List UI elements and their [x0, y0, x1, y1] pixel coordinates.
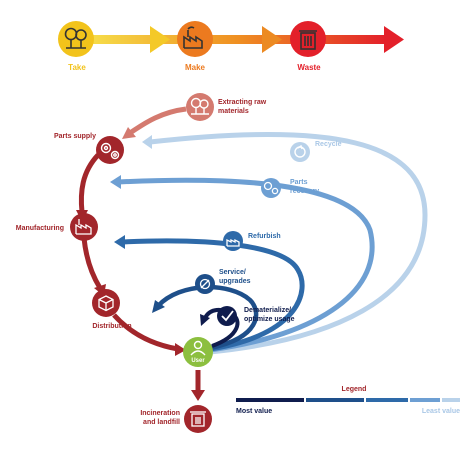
factory-icon [75, 219, 92, 235]
make-label: Make [185, 63, 206, 72]
extract-label-2: materials [218, 108, 249, 115]
production-chain [76, 106, 205, 401]
legend-swatch-4 [410, 398, 440, 402]
loop-refurbish [121, 238, 305, 352]
take-label: Take [68, 63, 86, 72]
factory-icon [183, 26, 203, 49]
node-user: User [183, 337, 213, 367]
arrow-extract-parts [128, 106, 187, 136]
arrow-manufacturing-distribution [81, 237, 103, 290]
node-service: Service/ upgrades [195, 269, 251, 294]
node-parts-supply: Parts supply [54, 133, 124, 164]
node-parts-recovery: Parts recovery [261, 178, 319, 198]
arrow-make-waste [262, 26, 282, 53]
user-label: User [191, 358, 205, 364]
make-circle [177, 21, 213, 57]
arrow-end [384, 26, 404, 53]
linear-economy-bar: Take Make Waste [58, 21, 404, 72]
recycle-label: Recycle [315, 141, 342, 148]
dematerialize-label-1: Dematerialize/ [244, 307, 291, 314]
trash-icon [299, 30, 317, 50]
legend: Legend Most value Least value [236, 386, 460, 415]
parts-recovery-label-2: recovery [290, 188, 319, 195]
take-circle [58, 21, 94, 57]
refurbish-icon [226, 238, 240, 247]
gears-icon [263, 181, 279, 195]
node-dematerialize: Dematerialize/ optimize usage [217, 306, 295, 326]
arrow-distribution-user [112, 313, 179, 352]
arrow-take-make [150, 26, 170, 53]
loop-parts-recovery [117, 177, 375, 353]
legend-title: Legend [342, 386, 367, 393]
distribution-label: Distribution [92, 323, 131, 330]
trees-icon [190, 97, 209, 115]
recycle-icon [294, 144, 306, 158]
loop-recycle [149, 131, 428, 355]
incineration-label-1: Incineration [140, 410, 180, 417]
parts-supply-label: Parts supply [54, 133, 96, 140]
service-label-2: upgrades [219, 278, 251, 285]
dematerialize-label-2: optimize usage [244, 316, 295, 323]
checkmark-icon [221, 310, 234, 322]
arrow-parts-manufacturing [78, 153, 100, 213]
legend-least-label: Least value [422, 408, 460, 415]
gears-icon [100, 142, 120, 160]
extract-label-1: Extracting raw [218, 99, 267, 106]
node-manufacturing: Manufacturing [16, 213, 98, 241]
waste-label: Waste [297, 63, 321, 72]
legend-most-label: Most value [236, 408, 272, 415]
node-recycle: Recycle [290, 141, 342, 162]
parts-recovery-label-1: Parts [290, 179, 308, 186]
refurbish-label: Refurbish [248, 233, 281, 240]
node-refurbish: Refurbish [223, 231, 281, 251]
user-icon [190, 340, 206, 356]
trash-icon [190, 411, 206, 427]
legend-swatch-5 [442, 398, 460, 402]
node-distribution: Distribution [92, 289, 132, 330]
manufacturing-label: Manufacturing [16, 225, 64, 232]
recovery-loops [110, 131, 428, 355]
trees-icon [64, 27, 87, 49]
legend-swatch-2 [306, 398, 364, 402]
wrench-icon [199, 278, 211, 290]
node-landfill: Incineration and landfill [140, 405, 212, 433]
box-icon [98, 295, 114, 312]
node-extracting: Extracting raw materials [186, 93, 267, 121]
incineration-label-2: and landfill [143, 419, 180, 426]
service-label-1: Service/ [219, 269, 246, 276]
legend-swatch-1 [236, 398, 304, 402]
legend-swatch-3 [366, 398, 408, 402]
loop-service [156, 284, 259, 351]
